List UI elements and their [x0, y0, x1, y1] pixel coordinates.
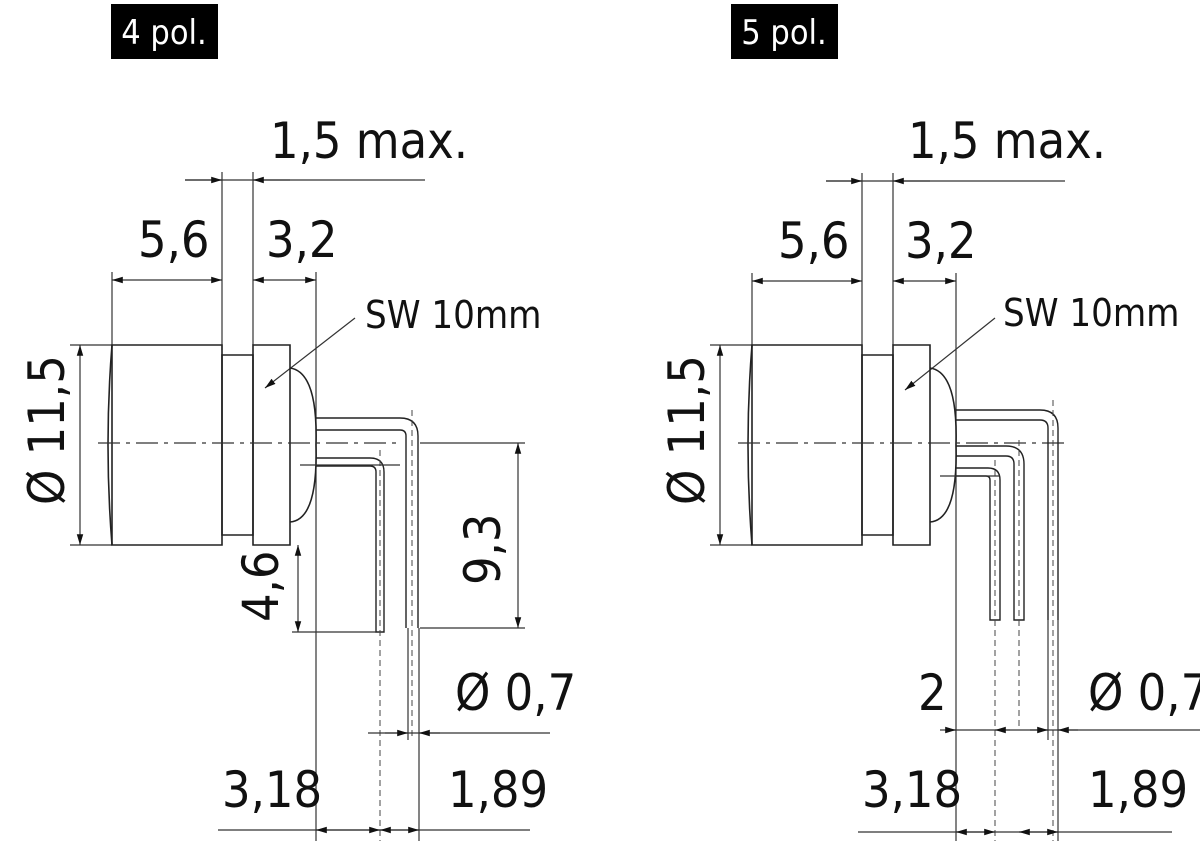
hex-flange: [892, 344, 931, 546]
badge-5-pol: [731, 4, 838, 59]
connector-body: [751, 344, 863, 546]
dim-flange-label: 3,2: [266, 211, 338, 269]
drawing-5-pol: 5 pol. 1,5 max. 5,6 3,2 SW 10mm Ø 11,5: [658, 4, 1200, 841]
dim-max-label: 1,5 max.: [908, 112, 1106, 170]
badge-5-pol-label: 5 pol.: [741, 13, 827, 53]
pin-height-label: 4,6: [232, 550, 290, 622]
pin-short: [316, 457, 385, 633]
drawing-4-pol: 4 pol. 1,5 max. 5,6 3,2 SW 10mm Ø 11,5: [18, 4, 576, 841]
pin-short: [956, 467, 1001, 621]
pin-length-label: 9,3: [454, 513, 512, 585]
pin-diameter-label: Ø 0,7: [455, 664, 576, 722]
pitch-b-label: 1,89: [1088, 761, 1188, 819]
dim-max-label: 1,5 max.: [270, 112, 468, 170]
dim-body-label: 5,6: [778, 212, 850, 270]
badge-4-pol-label: 4 pol.: [121, 13, 207, 53]
pin-long: [316, 417, 419, 628]
pin-diameter-label: Ø 0,7: [1088, 664, 1200, 722]
hex-flange: [252, 344, 291, 546]
pitch-a-label: 3,18: [862, 761, 962, 819]
wrench-label: SW 10mm: [365, 293, 541, 337]
pitch-a-label: 3,18: [222, 761, 322, 819]
wrench-label: SW 10mm: [1003, 291, 1179, 335]
dim-body-label: 5,6: [138, 211, 210, 269]
pin-long: [956, 409, 1059, 620]
connector-body: [111, 344, 223, 546]
badge-4-pol: [111, 4, 218, 59]
pin-gap-label: 2: [918, 664, 947, 722]
diameter-label: Ø 11,5: [18, 355, 76, 505]
pitch-b-label: 1,89: [448, 761, 548, 819]
diameter-label: Ø 11,5: [658, 355, 716, 505]
dim-flange-label: 3,2: [905, 212, 977, 270]
